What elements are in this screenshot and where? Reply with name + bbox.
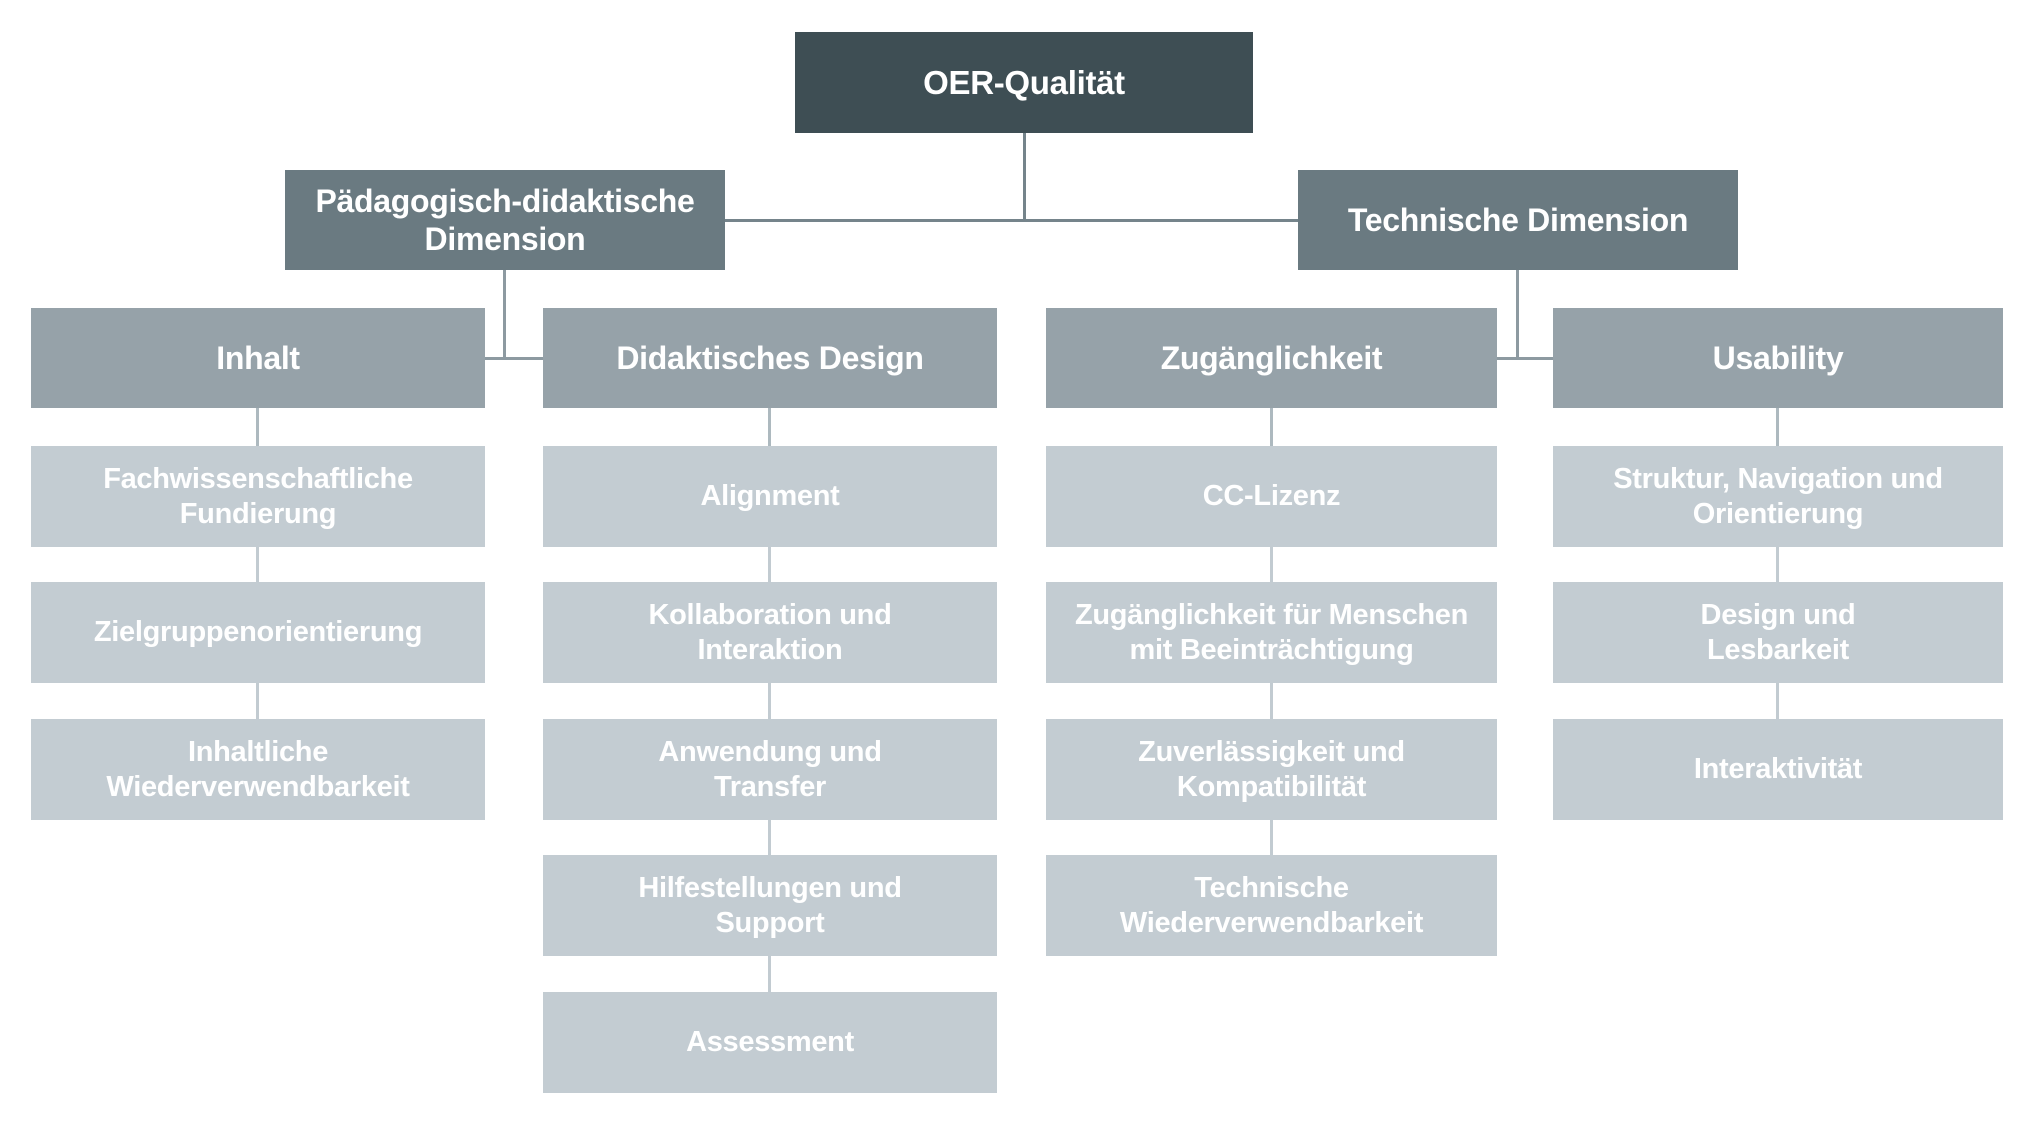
item-interaktivitaet: Interaktivität [1553,719,2003,820]
connector-col2-seg4 [768,820,771,855]
connector-dim1-vertical [503,270,506,359]
item-fachwissenschaftliche-fundierung: Fachwissenschaftliche Fundierung [31,446,485,547]
connector-col2-seg5 [768,956,771,992]
item-kollaboration-und-interaktion: Kollaboration und Interaktion [543,582,997,683]
item-technische-wiederverwendbarkeit: Technische Wiederverwendbarkeit [1046,855,1497,956]
header-zugaenglichkeit: Zugänglichkeit [1046,308,1497,408]
connector-col2-seg1 [768,408,771,446]
item-anwendung-und-transfer: Anwendung und Transfer [543,719,997,820]
connector-col2-seg2 [768,547,771,582]
node-dimension-paedagogisch-didaktisch: Pädagogisch-didaktische Dimension [285,170,725,270]
item-hilfestellungen-und-support: Hilfestellungen und Support [543,855,997,956]
item-cc-lizenz: CC-Lizenz [1046,446,1497,547]
connector-col1-seg3 [256,683,259,719]
connector-col4-seg3 [1776,683,1779,719]
item-struktur-navigation-orientierung: Struktur, Navigation und Orientierung [1553,446,2003,547]
item-zielgruppenorientierung: Zielgruppenorientierung [31,582,485,683]
node-dimension-technisch: Technische Dimension [1298,170,1738,270]
item-assessment: Assessment [543,992,997,1093]
header-inhalt: Inhalt [31,308,485,408]
connector-dim2-vertical [1516,270,1519,359]
connector-col3-seg4 [1270,820,1273,855]
connector-col4-seg2 [1776,547,1779,582]
item-design-und-lesbarkeit: Design und Lesbarkeit [1553,582,2003,683]
connector-col3-seg3 [1270,683,1273,719]
connector-col1-seg2 [256,547,259,582]
connector-root-vertical [1023,133,1026,220]
connector-dim2-stub [1497,357,1553,360]
header-usability: Usability [1553,308,2003,408]
connector-root-horizontal [725,219,1298,222]
connector-dim1-stub [485,357,543,360]
item-alignment: Alignment [543,446,997,547]
connector-col3-seg1 [1270,408,1273,446]
connector-col3-seg2 [1270,547,1273,582]
item-zuverlaessigkeit-und-kompatibilitaet: Zuverlässigkeit und Kompatibilität [1046,719,1497,820]
item-zugaenglichkeit-beeintraechtigung: Zugänglichkeit für Menschen mit Beeinträ… [1046,582,1497,683]
item-inhaltliche-wiederverwendbarkeit: Inhaltliche Wiederverwendbarkeit [31,719,485,820]
connector-col2-seg3 [768,683,771,719]
node-oer-qualitaet: OER-Qualität [795,32,1253,133]
connector-col4-seg1 [1776,408,1779,446]
header-didaktisches-design: Didaktisches Design [543,308,997,408]
connector-col1-seg1 [256,408,259,446]
